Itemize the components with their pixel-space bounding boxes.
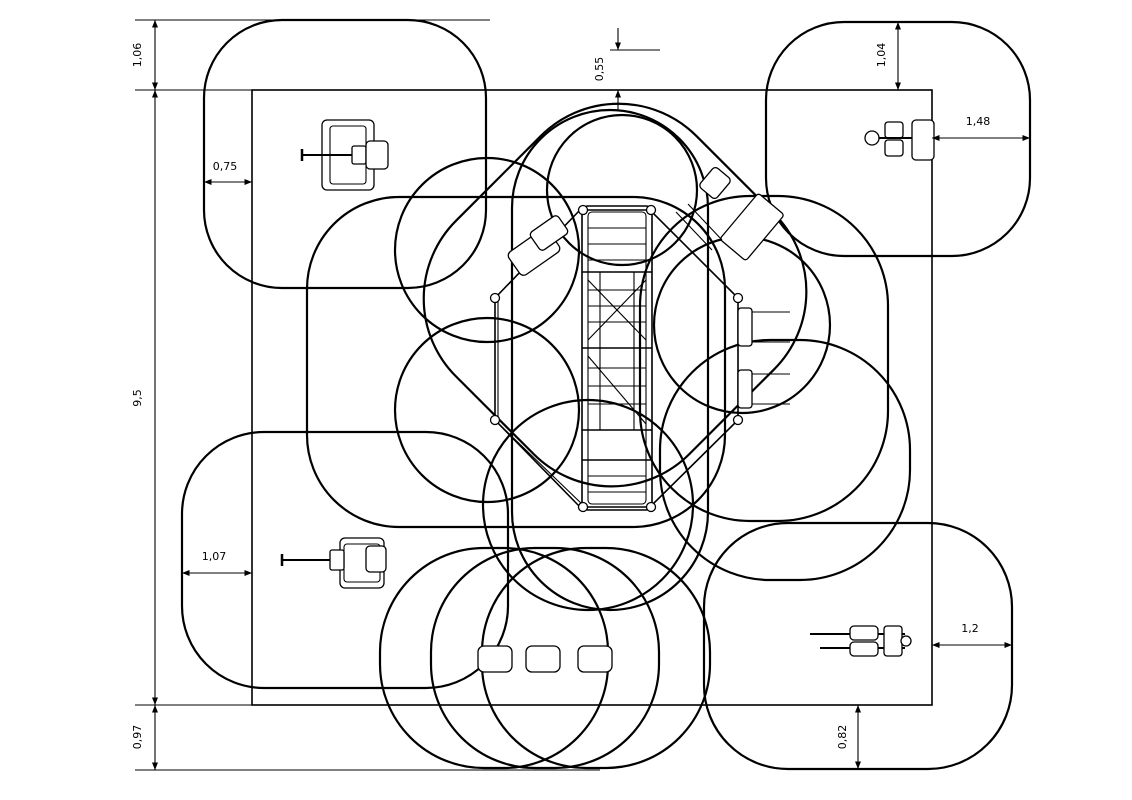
bench-top-right xyxy=(675,166,784,261)
structure-posts xyxy=(489,204,744,513)
fitness-equipment-top-left xyxy=(300,119,389,191)
safety-zone-circle-top xyxy=(545,113,699,267)
dim-top-left-clearance: 1,06 xyxy=(131,43,144,68)
dimension-lines xyxy=(135,19,1030,771)
dim-bottom-right-clearance: 0,82 xyxy=(836,725,849,750)
safety-zone-bottom-2 xyxy=(429,546,661,770)
fitness-equipment-top-right xyxy=(864,119,935,161)
safety-zone-circle-left xyxy=(393,316,581,504)
stepping-stones xyxy=(477,645,613,673)
ladder-frame xyxy=(581,205,653,511)
fitness-equipment-left-lower xyxy=(280,537,387,589)
dim-right-lower-clearance: 1,2 xyxy=(961,622,979,635)
ladder-frame-inner xyxy=(587,211,647,505)
safety-zone-right-middle xyxy=(638,194,890,523)
swing-seat-top-left xyxy=(507,215,569,276)
safety-zone-right-lower xyxy=(658,338,912,582)
dim-top-right-clearance: 1,04 xyxy=(875,43,888,68)
ladder-rungs xyxy=(582,227,652,493)
safety-zone-central-vertical xyxy=(510,108,710,612)
dim-bottom-left-clearance: 0,97 xyxy=(131,725,144,750)
safety-zone-left-lower xyxy=(180,430,510,690)
side-handles-right xyxy=(737,307,790,409)
dim-left-upper-clearance: 0,75 xyxy=(213,160,238,173)
diagonal-bar-1 xyxy=(499,424,585,507)
diagonal-bar-2 xyxy=(649,419,739,508)
dimension-labels: 1,06 0,55 1,04 0,75 1,48 9,5 1,07 1,2 0,… xyxy=(131,43,990,750)
central-climbing-structure xyxy=(489,166,790,513)
safety-zone-central-large xyxy=(305,195,727,529)
dim-left-lower-clearance: 1,07 xyxy=(202,550,227,563)
site-boundary xyxy=(251,89,933,706)
dim-top-center-clearance: 0,55 xyxy=(593,57,606,82)
safety-zone-diagonal-frame xyxy=(422,102,808,488)
dim-overall-height: 9,5 xyxy=(131,389,144,407)
fitness-equipment-bottom-right xyxy=(810,625,912,657)
dim-right-upper-clearance: 1,48 xyxy=(966,115,991,128)
safety-zone-circle-top-left xyxy=(393,156,581,344)
